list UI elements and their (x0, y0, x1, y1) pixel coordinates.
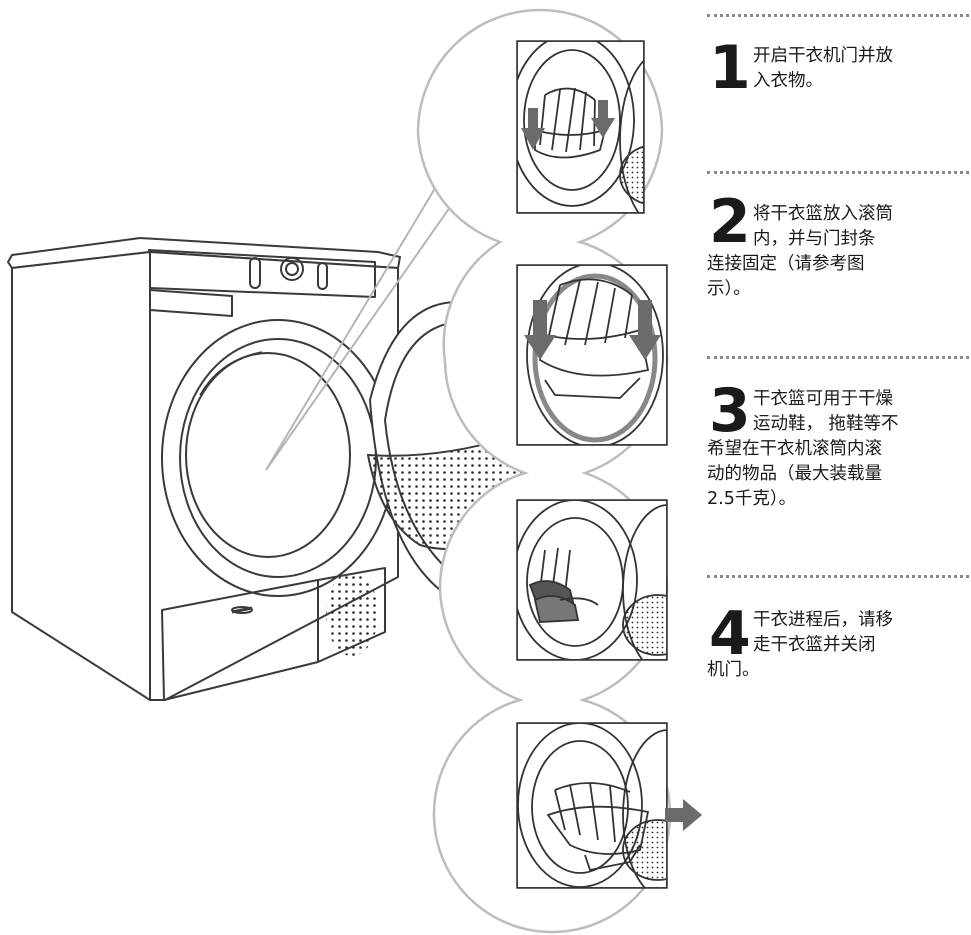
step-divider (707, 171, 969, 174)
step-number: 4 (709, 599, 751, 669)
step-text: 干衣篮可用于干燥 运动鞋， 拖鞋等不 希望在干衣机滚筒内滚 动的物品（最大装载量… (707, 389, 899, 509)
step-text: 开启干衣机门并放 入衣物。 (753, 46, 893, 91)
step-3: 3 干衣篮可用于干燥 运动鞋， 拖鞋等不 希望在干衣机滚筒内滚 动的物品（最大装… (707, 355, 969, 555)
panel-step4 (517, 723, 667, 888)
step-text: 将干衣篮放入滚筒 内，并与门封条 连接固定（请参考图 示）。 (707, 204, 893, 299)
dryer-body (7, 237, 401, 701)
step-1: 1 开启干衣机门并放 入衣物。 (707, 0, 969, 150)
step-divider (707, 356, 969, 359)
panel-step1 (517, 41, 644, 213)
panel-step3 (517, 500, 667, 660)
step-4: 4 干衣进程后，请移 走干衣篮并关闭 机门。 (707, 574, 969, 704)
step-text: 干衣进程后，请移 走干衣篮并关闭 机门。 (707, 610, 893, 680)
step-divider (707, 575, 969, 578)
remove-arrow-icon (665, 799, 702, 831)
step-number: 2 (709, 187, 751, 257)
step-number: 3 (709, 376, 751, 446)
panel-step2 (517, 265, 667, 445)
step-divider (707, 14, 969, 17)
step-number: 1 (709, 33, 751, 103)
step-2: 2 将干衣篮放入滚筒 内，并与门封条 连接固定（请参考图 示）。 (707, 170, 969, 330)
